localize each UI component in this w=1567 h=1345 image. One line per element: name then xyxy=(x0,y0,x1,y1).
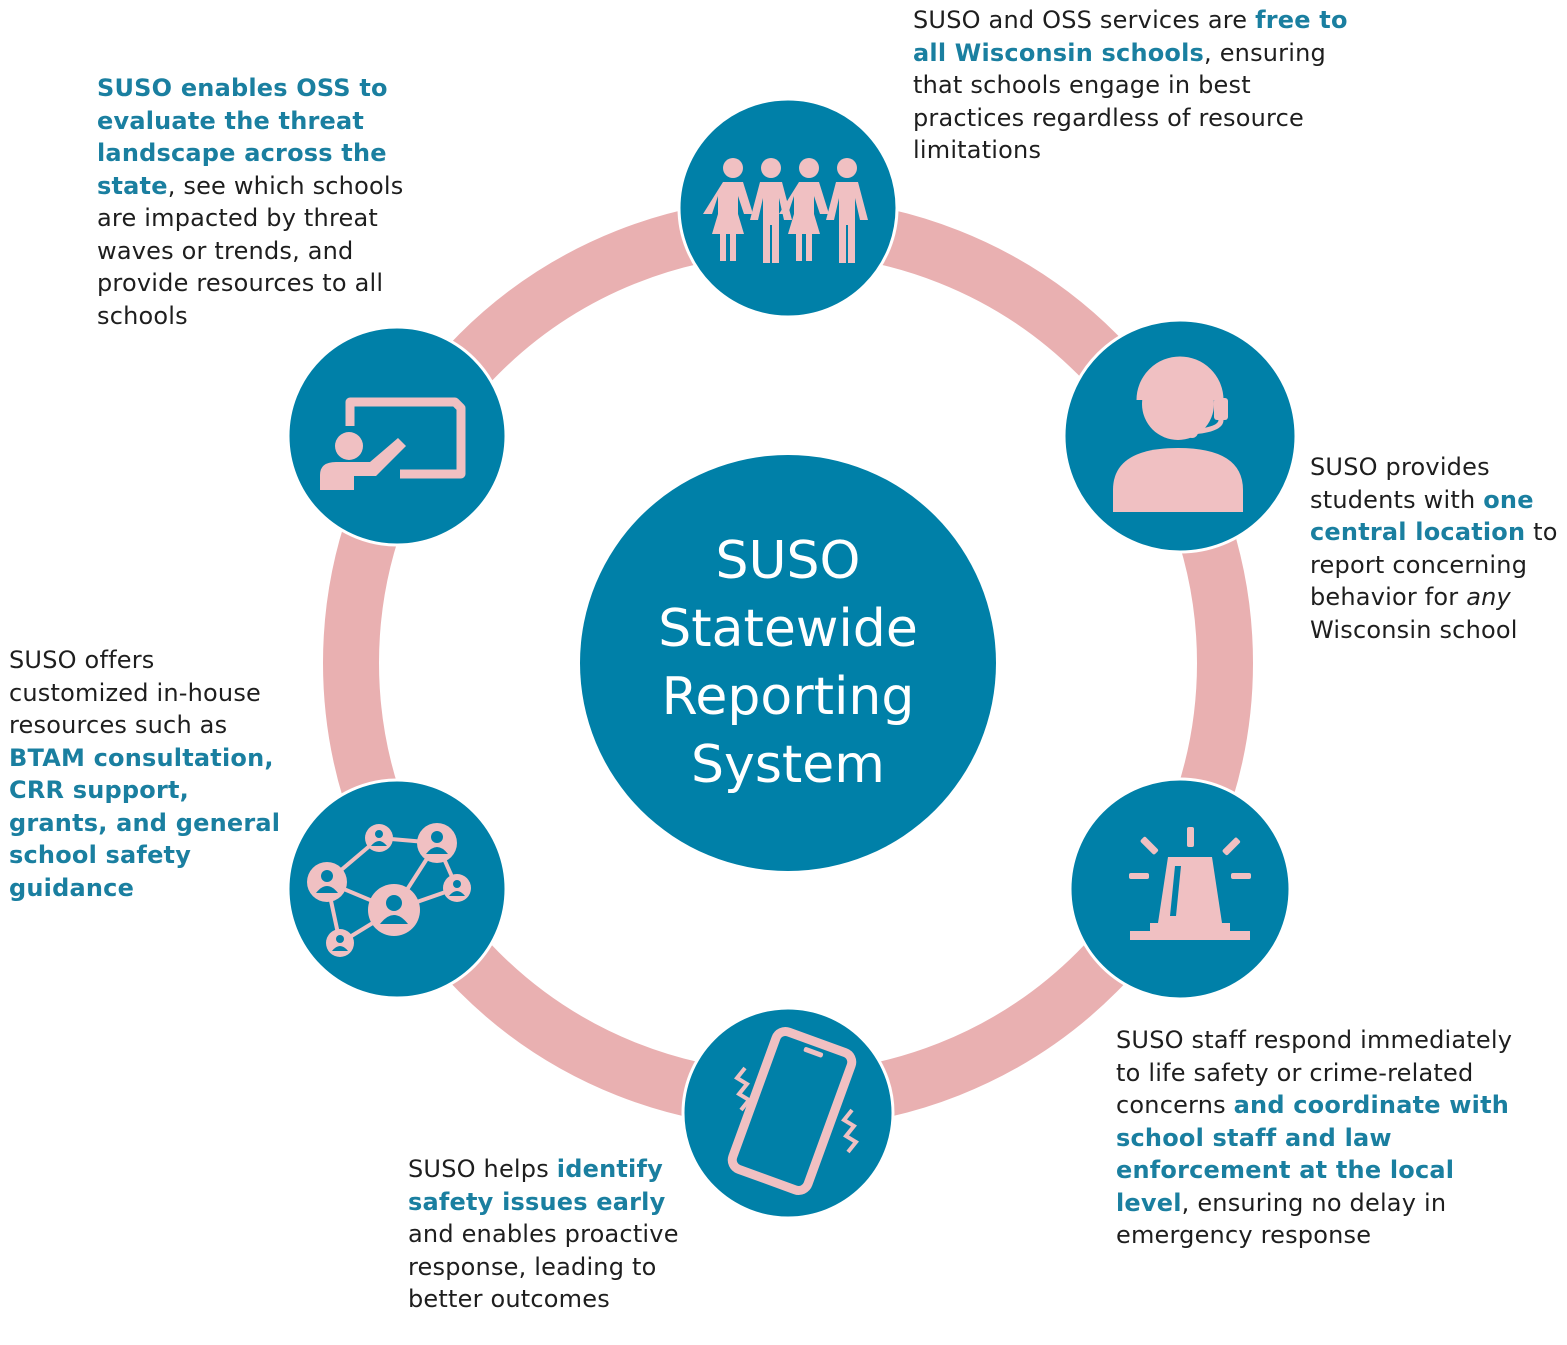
callout-text: SUSO staff respond immediately to life s… xyxy=(1116,1026,1513,1119)
callout-text: , see which schools are impacted by thre… xyxy=(97,171,404,330)
callout-text: Wisconsin school xyxy=(1310,615,1518,644)
callout-text: , ensuring that schools engage in best p… xyxy=(913,38,1326,165)
callout-text: SUSO offers customized in-house resource… xyxy=(9,646,261,739)
callout-highlight: and coordinate with school staff and law… xyxy=(1116,1091,1510,1217)
callout-highlight: one central location xyxy=(1310,485,1534,547)
callout-text: , ensuring no delay in emergency respons… xyxy=(1116,1188,1447,1250)
node-network xyxy=(286,778,508,1000)
center-title: SUSO Statewide Reporting System xyxy=(588,527,988,799)
callout-text: and enables proactive response, leading … xyxy=(408,1220,679,1313)
vibrating-phone-icon xyxy=(727,1027,859,1195)
node-presenter xyxy=(286,325,508,547)
callout-free-services: SUSO and OSS services are free to all Wi… xyxy=(913,4,1353,167)
node-headset xyxy=(1062,318,1298,554)
callout-highlight: free to all Wisconsin schools xyxy=(913,6,1348,67)
center-title-line: System xyxy=(691,735,885,795)
callout-emphasis: any xyxy=(1466,583,1511,611)
callout-highlight: SUSO enables OSS to evaluate the threat … xyxy=(97,74,388,200)
center-title-line: Statewide xyxy=(658,599,918,659)
node-alarm xyxy=(1068,777,1292,1001)
callout-text: SUSO helps xyxy=(408,1155,557,1183)
callout-in-house-resources: SUSO offers customized in-house resource… xyxy=(9,644,281,904)
callout-threat-landscape: SUSO enables OSS to evaluate the threat … xyxy=(97,72,432,332)
center-title-line: Reporting xyxy=(661,667,915,727)
callout-text: SUSO and OSS services are xyxy=(913,6,1256,34)
center-circle xyxy=(580,455,996,871)
callout-text: SUSO provides students with xyxy=(1310,453,1490,514)
people-network-icon xyxy=(307,823,471,957)
people-group-icon xyxy=(703,158,868,263)
callout-text: to report concerning behavior for xyxy=(1310,518,1558,611)
siren-alarm-icon xyxy=(1129,827,1251,940)
callout-central-location: SUSO provides students with one central … xyxy=(1310,451,1562,646)
callout-highlight: BTAM consultation, CRR support, grants, … xyxy=(9,743,281,902)
callout-early-identification: SUSO helps identify safety issues early … xyxy=(408,1153,693,1316)
headset-agent-icon xyxy=(1113,356,1243,512)
center-title-line: SUSO xyxy=(715,531,861,591)
node-people xyxy=(677,97,899,319)
callout-immediate-response: SUSO staff respond immediately to life s… xyxy=(1116,1024,1526,1252)
presenter-whiteboard-icon xyxy=(320,397,466,490)
node-phone xyxy=(681,1006,895,1220)
callout-highlight: identify safety issues early xyxy=(408,1155,666,1216)
